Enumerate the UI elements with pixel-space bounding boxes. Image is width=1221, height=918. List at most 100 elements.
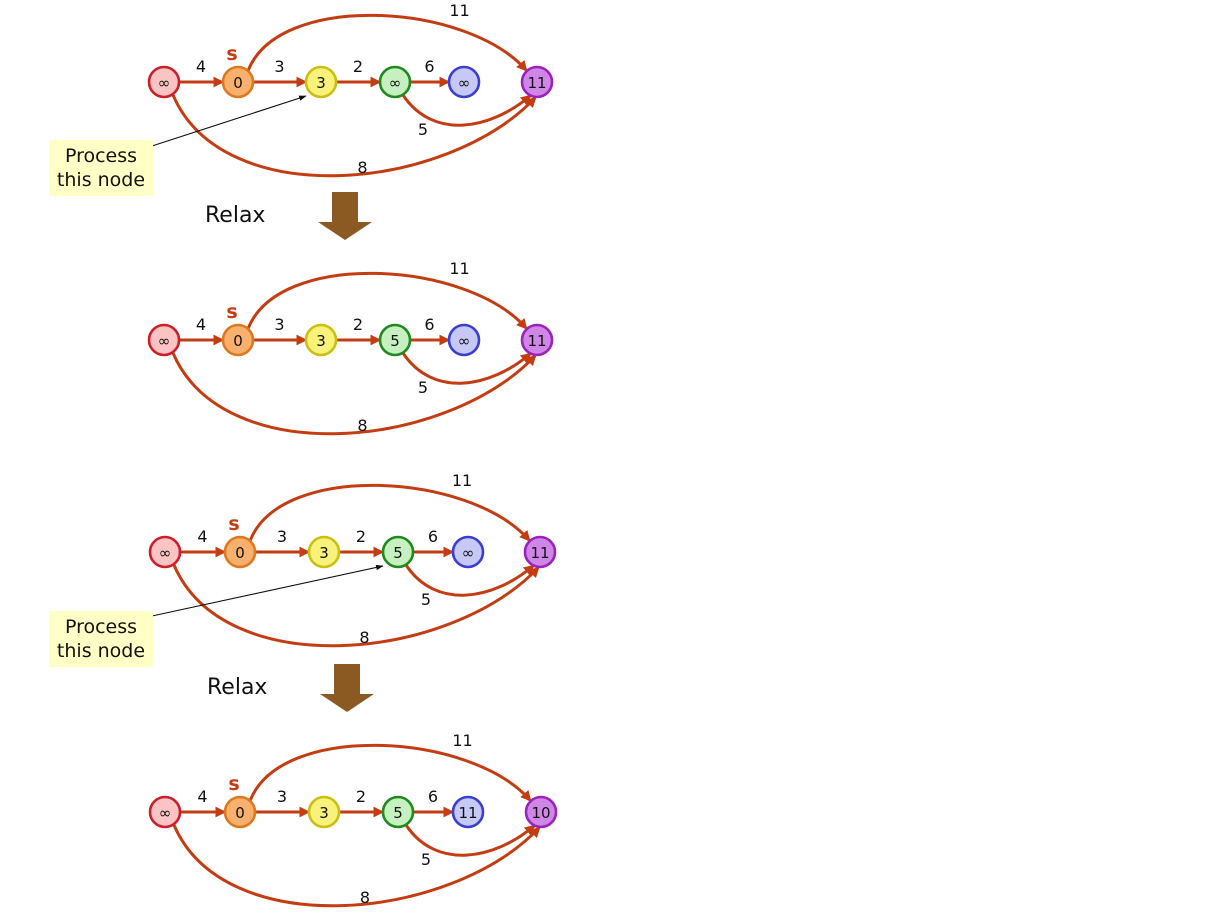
process-note-line1: Process <box>64 145 138 167</box>
node-circle <box>304 323 338 357</box>
weight-e15: 11 <box>452 731 472 750</box>
weight-e35: 5 <box>418 378 428 397</box>
node-n5: 11 <box>523 535 557 569</box>
node-n5: 11 <box>520 65 554 99</box>
node-n0: ∞ <box>148 795 182 829</box>
edge-e35 <box>401 94 532 127</box>
edge-e15 <box>246 271 528 330</box>
node-value: 10 <box>531 804 550 822</box>
weight-e35: 5 <box>418 120 428 139</box>
node-n0: ∞ <box>148 535 182 569</box>
process-note-line2: this node <box>56 169 146 191</box>
node-value: 0 <box>233 332 243 350</box>
node-n1: 0 <box>221 323 255 357</box>
node-value: 3 <box>319 804 329 822</box>
node-value: 11 <box>527 332 546 350</box>
node-circle <box>447 65 481 99</box>
weight-e01: 4 <box>197 787 207 806</box>
weight-e35: 5 <box>421 850 431 869</box>
node-circle <box>520 323 554 357</box>
node-value: 0 <box>235 804 245 822</box>
weight-e34: 6 <box>428 787 438 806</box>
node-value: 5 <box>393 804 403 822</box>
weight-e05: 8 <box>360 888 370 907</box>
weight-e35: 5 <box>421 590 431 609</box>
node-n2: 3 <box>307 795 341 829</box>
weight-e01: 4 <box>196 57 206 76</box>
weight-e34: 6 <box>424 315 434 334</box>
node-n4: ∞ <box>447 65 481 99</box>
weight-e12: 3 <box>277 527 287 546</box>
source-label: s <box>228 513 239 535</box>
weight-e05: 8 <box>359 628 369 647</box>
node-circle <box>147 323 181 357</box>
node-circle <box>148 795 182 829</box>
node-n0: ∞ <box>147 65 181 99</box>
node-n5: 11 <box>520 323 554 357</box>
process-note-1: Process this node <box>49 140 153 196</box>
node-circle <box>147 65 181 99</box>
node-value: 0 <box>233 74 243 92</box>
node-circle <box>223 795 257 829</box>
node-value: 11 <box>458 804 477 822</box>
node-circle <box>304 65 338 99</box>
node-value: ∞ <box>159 804 172 822</box>
node-value: ∞ <box>458 74 471 92</box>
node-n2: 3 <box>304 323 338 357</box>
process-note-2: Process this node <box>49 611 153 667</box>
node-circle <box>520 65 554 99</box>
node-n1: 0 <box>221 65 255 99</box>
weight-e23: 2 <box>353 57 363 76</box>
node-value: 5 <box>393 544 403 562</box>
node-circle <box>451 535 485 569</box>
process-pointer <box>151 95 307 147</box>
weight-e15: 11 <box>449 1 469 20</box>
weight-e23: 2 <box>356 527 366 546</box>
node-value: ∞ <box>462 544 475 562</box>
node-value: 5 <box>390 332 400 350</box>
weight-e12: 3 <box>274 315 284 334</box>
node-value: ∞ <box>158 74 171 92</box>
edge-e05 <box>172 564 540 648</box>
node-value: ∞ <box>159 544 172 562</box>
node-value: 3 <box>316 74 326 92</box>
node-n4: 11 <box>451 795 485 829</box>
node-value: 3 <box>319 544 329 562</box>
source-label: s <box>226 43 237 65</box>
relax-label-2: Relax <box>207 675 268 700</box>
edge-e35 <box>404 564 535 597</box>
node-circle <box>451 795 485 829</box>
node-n3: ∞ <box>378 65 412 99</box>
weight-e12: 3 <box>274 57 284 76</box>
edge-e35 <box>401 352 532 385</box>
node-value: 11 <box>530 544 549 562</box>
node-value: ∞ <box>458 332 471 350</box>
node-value: 3 <box>316 332 326 350</box>
node-value: ∞ <box>389 74 402 92</box>
weight-e01: 4 <box>197 527 207 546</box>
node-n2: 3 <box>307 535 341 569</box>
edge-e05 <box>171 94 537 178</box>
node-circle <box>524 795 558 829</box>
node-circle <box>148 535 182 569</box>
source-label: s <box>226 301 237 323</box>
weight-e12: 3 <box>277 787 287 806</box>
edge-e35 <box>404 824 536 857</box>
node-n4: ∞ <box>447 323 481 357</box>
node-n3: 5 <box>381 795 415 829</box>
node-circle <box>221 65 255 99</box>
edge-e05 <box>172 824 541 908</box>
weight-e34: 6 <box>428 527 438 546</box>
node-n2: 3 <box>304 65 338 99</box>
node-circle <box>221 323 255 357</box>
node-circle <box>381 535 415 569</box>
weight-e15: 11 <box>449 259 469 278</box>
source-label: s <box>228 773 239 795</box>
weight-e23: 2 <box>353 315 363 334</box>
node-circle <box>523 535 557 569</box>
